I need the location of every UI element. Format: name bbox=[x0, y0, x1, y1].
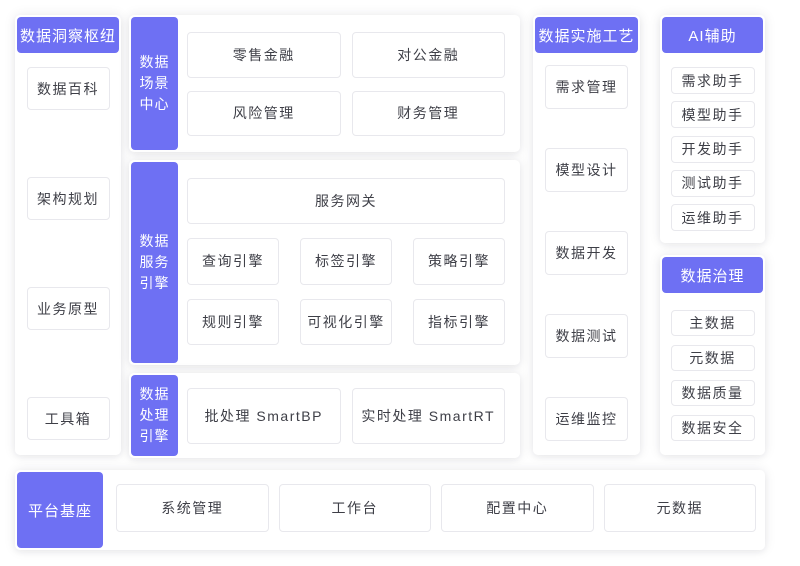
panel-platform-base: 平台基座 系统管理 工作台 配置中心 元数据 bbox=[15, 470, 765, 550]
section-title-data-processing-engine: 数据 处理 引擎 bbox=[131, 375, 178, 456]
diagram-node: 标签引擎 bbox=[300, 238, 392, 285]
diagram-node: 数据测试 bbox=[545, 314, 628, 358]
section-title-data-scene-center: 数据 场景 中心 bbox=[131, 17, 178, 150]
panel-ai-assist: AI辅助 需求助手 模型助手 开发助手 测试助手 运维助手 bbox=[660, 15, 765, 243]
section-title-platform-base: 平台基座 bbox=[17, 472, 103, 548]
diagram-node: 模型助手 bbox=[670, 101, 755, 129]
diagram-node: 开发助手 bbox=[670, 135, 755, 163]
diagram-node: 需求助手 bbox=[670, 67, 755, 94]
section-title-data-service-engine: 数据 服务 引擎 bbox=[131, 162, 178, 363]
diagram-node: 配置中心 bbox=[441, 484, 594, 532]
insight-hub-items: 数据百科 架构规划 业务原型 工具箱 bbox=[15, 53, 121, 455]
diagram-node: 可视化引擎 bbox=[300, 298, 392, 345]
diagram-node: 查询引擎 bbox=[187, 238, 279, 285]
diagram-node: 元数据 bbox=[603, 484, 756, 532]
diagram-node: 元数据 bbox=[670, 345, 755, 371]
section-title-data-implementation: 数据实施工艺 bbox=[535, 17, 638, 53]
diagram-node: 财务管理 bbox=[351, 90, 505, 136]
diagram-node: 实时处理 SmartRT bbox=[351, 388, 505, 444]
panel-data-implementation: 数据实施工艺 需求管理 模型设计 数据开发 数据测试 运维监控 bbox=[533, 15, 640, 455]
diagram-node: 架构规划 bbox=[26, 177, 110, 220]
diagram-node: 数据百科 bbox=[26, 67, 110, 110]
panel-data-governance: 数据治理 主数据 元数据 数据质量 数据安全 bbox=[660, 255, 765, 455]
diagram-node: 需求管理 bbox=[545, 65, 628, 109]
diagram-node: 运维监控 bbox=[545, 397, 628, 441]
section-title-ai-assist: AI辅助 bbox=[662, 17, 763, 53]
panel-data-insight-hub: 数据洞察枢纽 数据百科 架构规划 业务原型 工具箱 bbox=[15, 15, 121, 455]
diagram-node: 策略引擎 bbox=[413, 238, 505, 285]
governance-items: 主数据 元数据 数据质量 数据安全 bbox=[660, 293, 765, 455]
diagram-node: 工具箱 bbox=[26, 397, 110, 440]
section-title-data-governance: 数据治理 bbox=[662, 257, 763, 293]
diagram-node: 测试助手 bbox=[670, 169, 755, 197]
scene-center-items: 零售金融 对公金融 风险管理 财务管理 bbox=[187, 32, 505, 136]
panel-data-processing-engine: 数据 处理 引擎 批处理 SmartBP 实时处理 SmartRT bbox=[129, 373, 520, 458]
processing-engine-items: 批处理 SmartBP 实时处理 SmartRT bbox=[187, 388, 505, 444]
diagram-node: 工作台 bbox=[278, 484, 431, 532]
diagram-node: 风险管理 bbox=[187, 90, 341, 136]
platform-base-items: 系统管理 工作台 配置中心 元数据 bbox=[116, 484, 756, 532]
section-title-data-insight-hub: 数据洞察枢纽 bbox=[17, 17, 119, 53]
diagram-node: 主数据 bbox=[670, 310, 755, 336]
service-engine-items: 服务网关 查询引擎 标签引擎 策略引擎 规则引擎 可视化引擎 指标引擎 bbox=[187, 178, 505, 345]
diagram-node: 指标引擎 bbox=[413, 298, 505, 345]
panel-data-service-engine: 数据 服务 引擎 服务网关 查询引擎 标签引擎 策略引擎 规则引擎 可视化引擎 … bbox=[129, 160, 520, 365]
diagram-node: 对公金融 bbox=[351, 32, 505, 78]
diagram-node: 数据质量 bbox=[670, 380, 755, 406]
diagram-node: 规则引擎 bbox=[187, 298, 279, 345]
diagram-node: 零售金融 bbox=[187, 32, 341, 78]
diagram-node: 数据安全 bbox=[670, 415, 755, 441]
ai-assist-items: 需求助手 模型助手 开发助手 测试助手 运维助手 bbox=[660, 53, 765, 243]
diagram-node: 业务原型 bbox=[26, 287, 110, 330]
diagram-node: 批处理 SmartBP bbox=[187, 388, 341, 444]
panel-data-scene-center: 数据 场景 中心 零售金融 对公金融 风险管理 财务管理 bbox=[129, 15, 520, 152]
diagram-node: 系统管理 bbox=[116, 484, 269, 532]
diagram-node: 模型设计 bbox=[545, 148, 628, 192]
diagram-node: 运维助手 bbox=[670, 204, 755, 231]
diagram-node-service-gateway: 服务网关 bbox=[187, 178, 505, 224]
diagram-node: 数据开发 bbox=[545, 231, 628, 275]
implementation-items: 需求管理 模型设计 数据开发 数据测试 运维监控 bbox=[533, 53, 640, 455]
